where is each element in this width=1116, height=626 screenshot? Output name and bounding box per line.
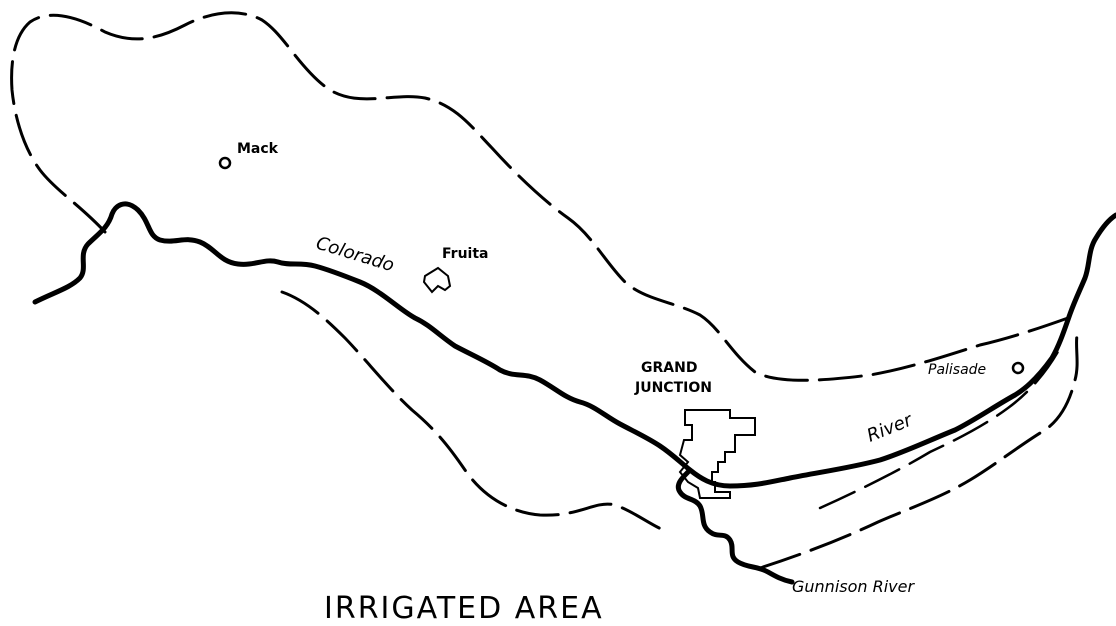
mack-label: Mack — [237, 141, 279, 157]
gunnison-river — [675, 469, 795, 585]
gunnison-river-label: Gunnison River — [792, 577, 915, 596]
fruita-outline — [422, 266, 452, 294]
irrigated-area-boundary-north — [10, 11, 1070, 382]
fruita-label: Fruita — [442, 246, 488, 262]
irrigated-area-boundary-inner — [818, 346, 1062, 510]
grand-junction-label-line1: GRAND — [641, 360, 697, 376]
map-title: IRRIGATED AREA — [324, 591, 604, 626]
palisade-label: Palisade — [928, 362, 986, 378]
colorado-river-label-part2: River — [864, 409, 917, 447]
colorado-river — [32, 201, 1116, 489]
mack-town-marker — [218, 156, 232, 170]
palisade-town-marker — [1011, 361, 1025, 375]
irrigated-area-boundary-south-east — [758, 328, 1080, 570]
irrigated-area-boundary-south-west — [280, 290, 670, 534]
grand-junction-label-line2: JUNCTION — [634, 380, 712, 396]
grand-junction-outline — [678, 409, 756, 499]
